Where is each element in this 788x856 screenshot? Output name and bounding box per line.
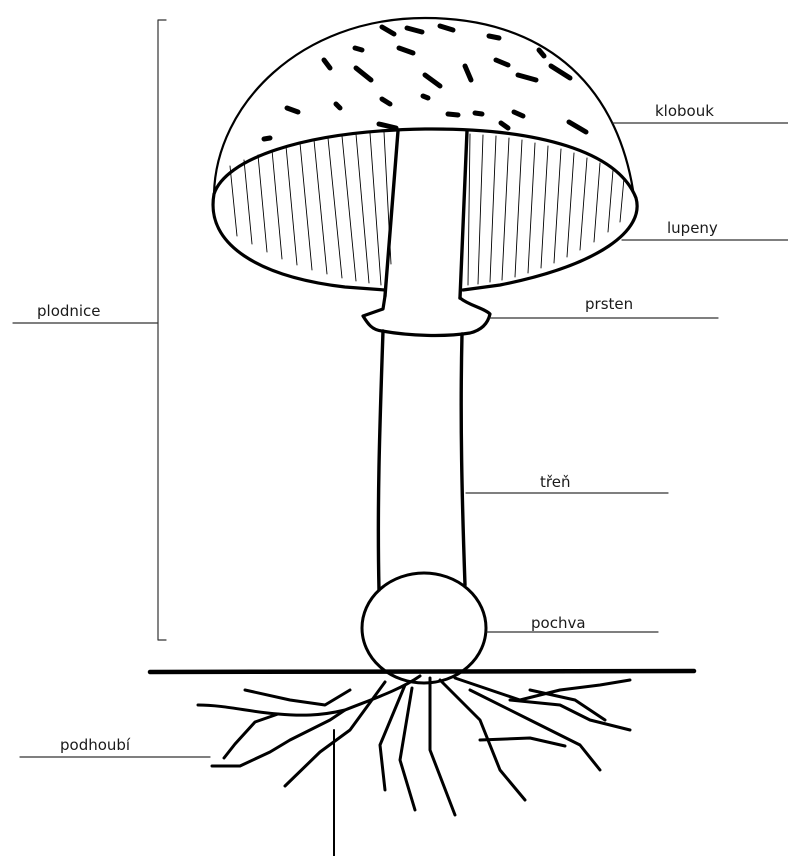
- label-pochva: pochva: [531, 614, 586, 632]
- volva-outline: [362, 573, 486, 683]
- label-plodnice: plodnice: [37, 302, 101, 320]
- label-klobouk: klobouk: [655, 102, 714, 120]
- stem-lower-left: [378, 331, 383, 590]
- ground-line: [150, 671, 694, 672]
- label-podhoubi: podhoubí: [60, 736, 130, 754]
- mycelium-roots: [198, 676, 630, 815]
- ring-outline: [363, 296, 490, 335]
- stem-lower-right: [461, 334, 465, 585]
- plodnice-bracket: [158, 20, 166, 640]
- gill-outline: [213, 129, 637, 290]
- gill-lines-right: [468, 134, 624, 285]
- label-prsten: prsten: [585, 295, 633, 313]
- stem-upper-right: [460, 131, 467, 298]
- stem-upper-left: [385, 131, 398, 296]
- label-lupeny: lupeny: [667, 219, 718, 237]
- cap-dome: [214, 18, 633, 194]
- label-tren: třeň: [540, 473, 570, 491]
